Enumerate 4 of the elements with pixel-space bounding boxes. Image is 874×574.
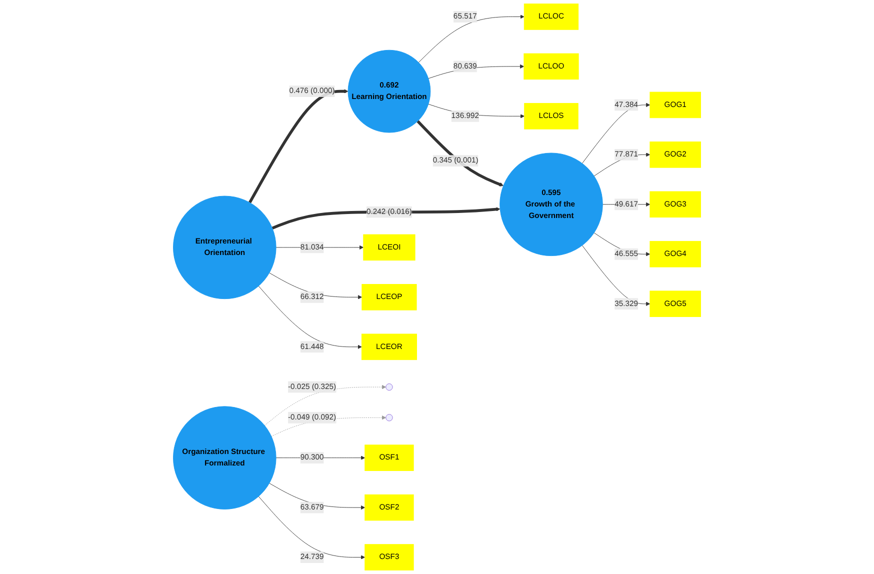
arrow: [416, 120, 504, 186]
node-circle: [386, 414, 393, 422]
arrow: [248, 89, 348, 204]
node-circle: [386, 383, 393, 391]
